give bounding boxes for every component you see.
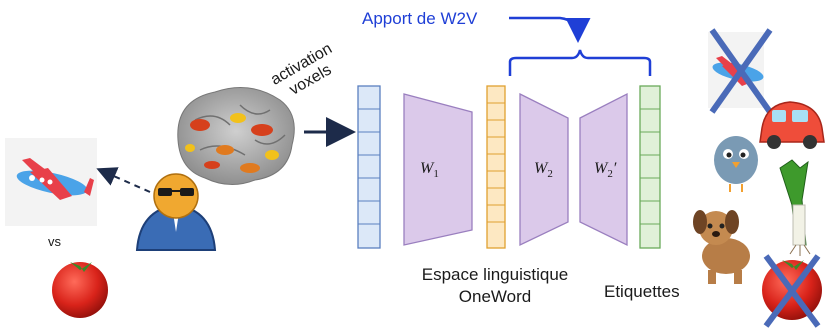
w2v-brace bbox=[508, 49, 652, 76]
w2v-contribution-label: Apport de W2V bbox=[362, 9, 478, 28]
vs-label: vs bbox=[48, 234, 61, 249]
output-layer bbox=[639, 85, 661, 249]
input-layer bbox=[357, 85, 381, 249]
bird-icon bbox=[714, 136, 758, 192]
latent-space-label-line2: OneWord bbox=[458, 287, 532, 306]
decoder-w2-prime bbox=[579, 92, 628, 247]
latent-layer bbox=[486, 85, 506, 249]
tomato-icon-right bbox=[762, 254, 822, 328]
output-label: Etiquettes bbox=[604, 282, 680, 301]
gaze-arrow bbox=[96, 167, 151, 193]
car-icon bbox=[759, 101, 825, 149]
person-icon bbox=[135, 173, 217, 251]
weight-label-w1: W1 bbox=[420, 160, 439, 180]
leek-icon bbox=[779, 159, 811, 256]
airplane-icon-left bbox=[5, 138, 97, 226]
weight-w2p-name: W bbox=[594, 160, 608, 177]
weight-w2p-sub: 2 bbox=[607, 168, 613, 181]
weight-w2p-prime: ′ bbox=[612, 160, 617, 177]
w2v-arrow bbox=[509, 16, 591, 43]
latent-space-label: Espace linguistique OneWord bbox=[405, 264, 585, 308]
weight-label-w2-prime: W2′ bbox=[594, 160, 616, 180]
weight-label-w2: W2 bbox=[534, 160, 553, 180]
dog-icon bbox=[693, 210, 750, 284]
weight-w2-sub: 2 bbox=[547, 168, 553, 181]
latent-space-label-line1: Espace linguistique bbox=[421, 265, 569, 284]
tomato-icon-left bbox=[52, 262, 108, 318]
encoder-w1 bbox=[403, 93, 473, 246]
weight-w2-name: W bbox=[534, 160, 548, 177]
weight-w1-sub: 1 bbox=[433, 168, 439, 181]
airplane-icon-right bbox=[708, 28, 773, 114]
weight-w1-name: W bbox=[420, 160, 434, 177]
decoder-w2 bbox=[519, 92, 569, 247]
brain-activation-icon bbox=[177, 87, 295, 185]
